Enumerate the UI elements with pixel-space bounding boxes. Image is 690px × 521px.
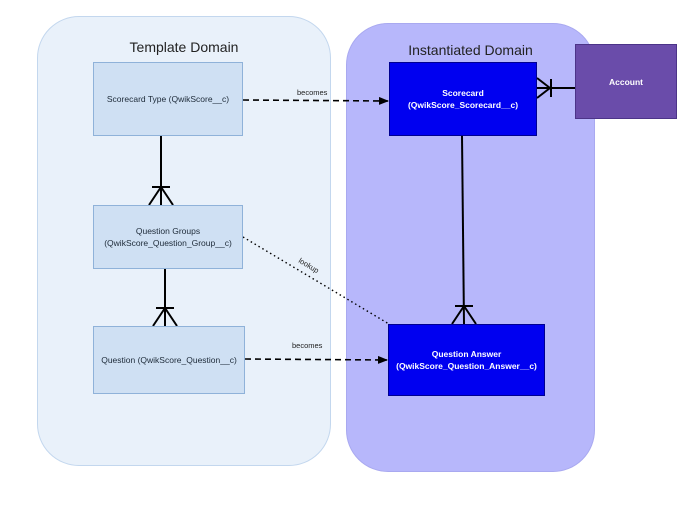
question-groups-entity: Question Groups (QwikScore_Question_Grou… — [93, 205, 243, 269]
instantiated-domain-title: Instantiated Domain — [408, 42, 533, 58]
question-label: Question (QwikScore_Question__c) — [101, 355, 237, 365]
question-groups-label: Question Groups (QwikScore_Question_Grou… — [104, 226, 232, 248]
template-domain-title: Template Domain — [129, 39, 239, 55]
scorecard-type-label: Scorecard Type (QwikScore__c) — [106, 94, 230, 104]
question-entity: Question (QwikScore_Question__c) — [93, 326, 245, 394]
account-entity: Account — [575, 44, 677, 119]
scorecard-label: Scorecard (QwikScore_Scorecard__c) — [407, 88, 519, 110]
question-answer-entity: Question Answer (QwikScore_Question_Answ… — [388, 324, 545, 396]
account-label: Account — [609, 76, 643, 87]
scorecard-entity: Scorecard (QwikScore_Scorecard__c) — [389, 62, 537, 136]
scorecard-type-entity: Scorecard Type (QwikScore__c) — [93, 62, 243, 136]
question-answer-label: Question Answer (QwikScore_Question_Answ… — [396, 349, 537, 371]
